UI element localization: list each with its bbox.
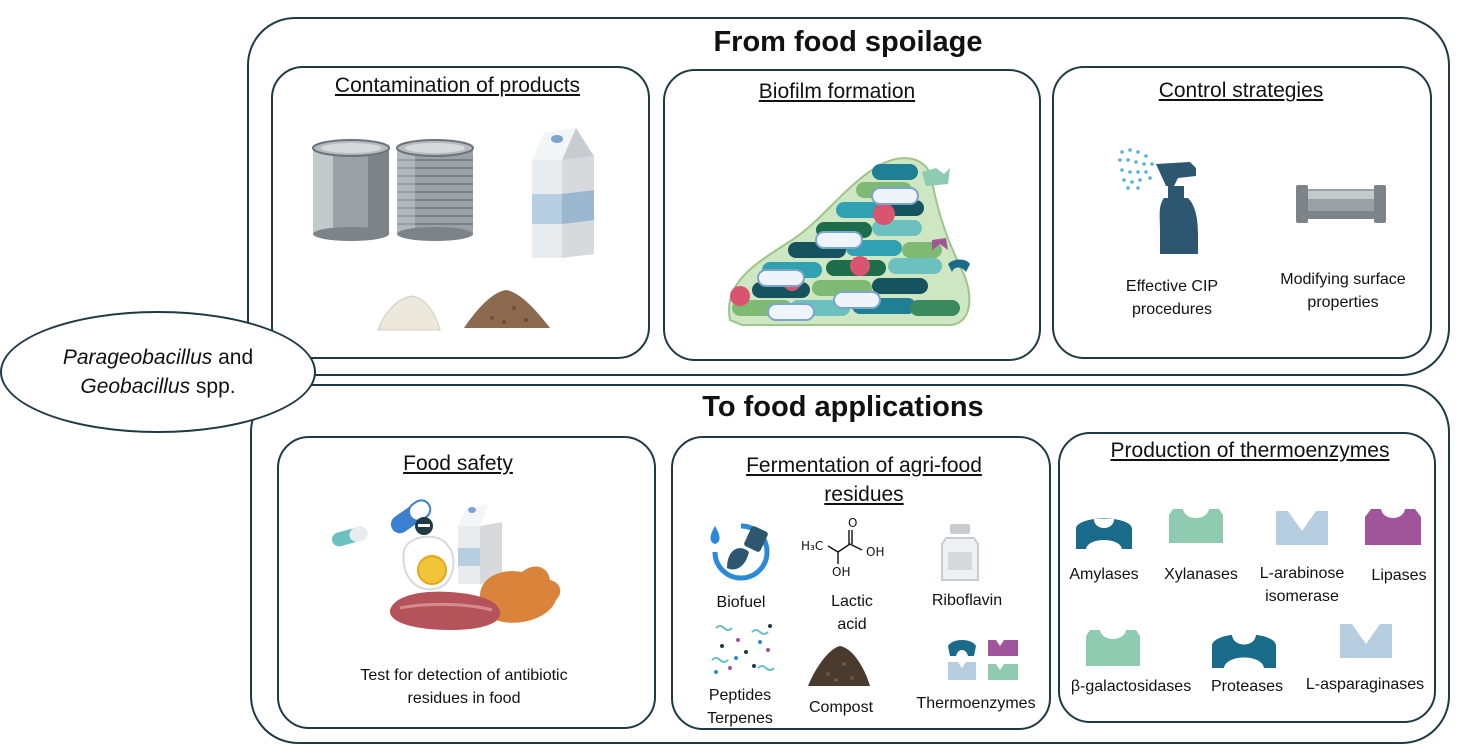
- arabinose-line2: isomerase: [1265, 588, 1339, 605]
- biofuel-label: Biofuel: [716, 594, 766, 611]
- genus-parageobacillus: Parageobacillus: [62, 346, 213, 369]
- fermentation-title-line2: residues: [824, 483, 904, 506]
- powder-pile-icon: [377, 295, 441, 331]
- peptides-terpenes-label: Peptides Terpenes: [694, 684, 786, 730]
- compost-icon: [808, 646, 870, 686]
- fermentation-title: Fermentation of agri-food residues: [671, 451, 1057, 509]
- compost-label: Compost: [808, 699, 874, 716]
- beta-galactosidase-icon: [1086, 630, 1140, 666]
- spoilage-title: From food spoilage: [713, 26, 983, 58]
- thermoenzymes-label: Thermoenzymes: [916, 695, 1036, 712]
- peptides-terpenes-icon: [711, 624, 775, 674]
- riboflavin-label: Riboflavin: [931, 592, 1003, 609]
- enzymes-title: Production of thermoenzymes: [1110, 439, 1390, 462]
- milk-carton-icon: [532, 128, 594, 258]
- applications-title: To food applications: [702, 391, 984, 423]
- xylanases-label: Xylanases: [1164, 566, 1238, 583]
- struct-o: O: [848, 516, 857, 530]
- organism-spp: spp.: [190, 375, 236, 398]
- cip-line1: Effective CIP: [1125, 278, 1219, 295]
- organism-and: and: [212, 346, 254, 369]
- riboflavin-bottle-icon: [941, 524, 979, 581]
- lipases-label: Lipases: [1371, 567, 1427, 584]
- food-safety-caption-line1: Test for detection of antibiotic: [360, 667, 568, 684]
- amylase-icon: [1076, 518, 1132, 549]
- struct-oh-acid: OH: [866, 545, 884, 559]
- lactic-line2: acid: [837, 616, 867, 633]
- xylanase-icon: [1169, 509, 1223, 543]
- contamination-title: Contamination of products: [334, 74, 581, 97]
- spray-bottle-icon: [1118, 148, 1198, 254]
- lipase-icon: [1365, 509, 1421, 545]
- protease-icon: [1212, 634, 1276, 668]
- lactic-line1: Lactic: [831, 593, 873, 610]
- food-safety-caption-line2: residues in food: [407, 690, 521, 707]
- genus-geobacillus: Geobacillus: [80, 375, 191, 398]
- surface-label: Modifying surface properties: [1262, 268, 1424, 314]
- struct-h3c: H₃C: [801, 539, 823, 553]
- surface-line1: Modifying surface: [1280, 271, 1406, 288]
- asparaginases-label: L-asparaginases: [1305, 676, 1425, 693]
- pipe-icon: [1296, 185, 1386, 223]
- organism-ellipse: Parageobacillus and Geobacillus spp.: [0, 311, 316, 433]
- peptides-label: Peptides: [708, 687, 772, 704]
- can-2-icon: [396, 139, 474, 241]
- beta-galactosidases-label: β-galactosidases: [1070, 678, 1192, 695]
- can-1-icon: [312, 139, 390, 241]
- struct-oh-alcohol: OH: [832, 565, 850, 579]
- control-title: Control strategies: [1158, 79, 1324, 102]
- amylases-label: Amylases: [1069, 566, 1139, 583]
- lactic-acid-label: Lactic acid: [812, 590, 892, 636]
- biofilm-title: Biofilm formation: [758, 80, 916, 103]
- lactic-acid-structure: H₃C O OH OH: [801, 516, 884, 579]
- arabinose-isomerase-icon: [1276, 511, 1328, 545]
- enzymes-panel: [1058, 432, 1436, 723]
- cip-line2: procedures: [1131, 301, 1213, 318]
- fermentation-title-line1: Fermentation of agri-food: [746, 454, 982, 477]
- proteases-label: Proteases: [1210, 678, 1284, 695]
- food-safety-title: Food safety: [403, 452, 513, 475]
- thermoenzymes-mini-icon: [948, 640, 1018, 680]
- arabinose-line1: L-arabinose: [1259, 565, 1345, 582]
- soil-pile-icon: [464, 290, 550, 328]
- food-antibiotics-illustration: [332, 499, 561, 630]
- surface-line2: properties: [1307, 294, 1379, 311]
- biofilm-illustration: [727, 157, 971, 326]
- food-safety-caption: Test for detection of antibiotic residue…: [300, 664, 628, 710]
- arabinose-isomerase-label: L-arabinose isomerase: [1250, 562, 1354, 608]
- biofuel-icon: [710, 523, 770, 581]
- terpenes-label: Terpenes: [707, 710, 773, 727]
- cip-label: Effective CIP procedures: [1096, 275, 1248, 321]
- asparaginase-icon: [1340, 624, 1392, 658]
